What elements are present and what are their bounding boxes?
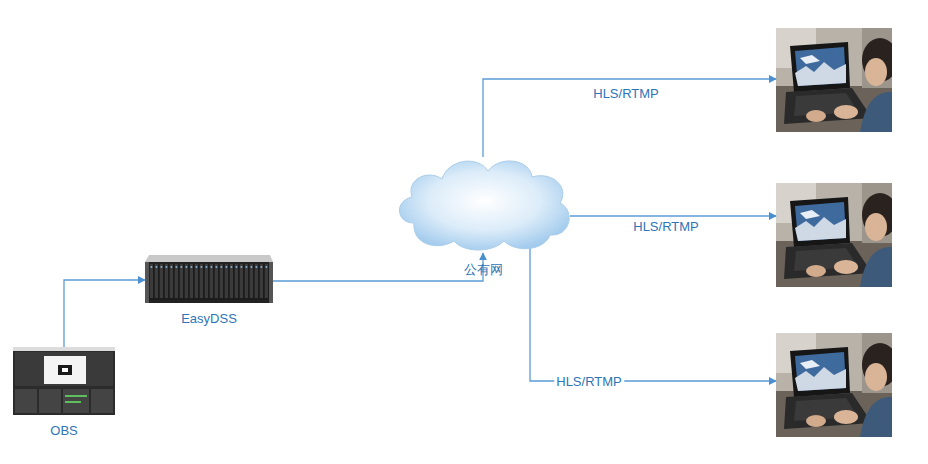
device-node <box>776 183 892 287</box>
connector-arrow <box>273 253 483 281</box>
cloud-node: 公有网 <box>392 153 574 281</box>
edge-label: HLS/RTMP <box>554 374 624 389</box>
connector-arrow <box>483 79 776 157</box>
device-node <box>776 333 892 437</box>
viewer-photo <box>776 28 898 132</box>
obs-screenshot <box>13 347 115 415</box>
node-label: EasyDSS <box>145 311 273 326</box>
viewer-photo <box>776 183 898 287</box>
device-node: EasyDSS <box>145 255 273 331</box>
edge-label: HLS/RTMP <box>631 219 701 234</box>
device-node: OBS <box>12 347 116 443</box>
viewer-photo <box>776 333 898 437</box>
node-label: 公有网 <box>392 261 574 279</box>
cloud-shape <box>392 153 574 253</box>
server-rack <box>145 255 273 303</box>
connector-arrow <box>64 280 145 347</box>
device-node <box>776 28 892 132</box>
node-label: OBS <box>12 423 116 438</box>
connector-arrow <box>530 247 776 381</box>
edge-label: HLS/RTMP <box>591 86 661 101</box>
connector-arrow <box>570 215 776 216</box>
